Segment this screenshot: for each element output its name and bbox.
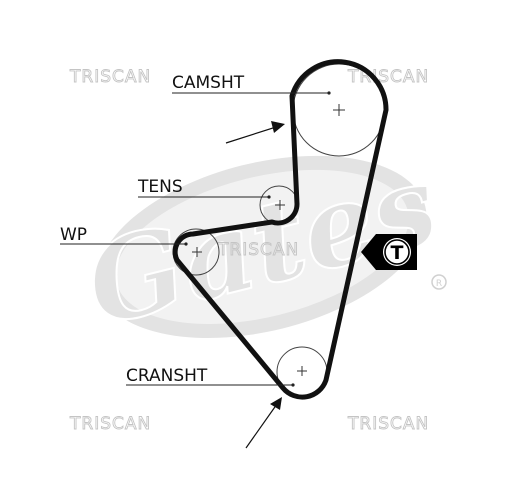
crankshaft-center-icon: [297, 366, 307, 376]
registered-mark-icon: R: [431, 274, 447, 290]
label-crankshaft: CRANSHT: [126, 366, 208, 386]
rotation-arrow-upper-icon: [225, 121, 285, 144]
label-crankshaft-group: CRANSHT: [126, 366, 295, 387]
rotation-arrow-lower-icon: [245, 397, 282, 449]
triscan-watermark-center: TRISCAN: [217, 240, 299, 260]
timing-belt: [172, 59, 389, 400]
triscan-watermark-top-left: TRISCAN: [69, 67, 151, 87]
label-water-pump-group: WP: [60, 225, 188, 246]
label-water-pump: WP: [60, 225, 87, 245]
water-pump-center-icon: [192, 247, 202, 257]
triscan-watermark-top-right: TRISCAN: [347, 67, 429, 87]
label-tensioner: TENS: [137, 177, 183, 197]
triscan-watermark-bottom-right: TRISCAN: [347, 414, 429, 434]
tensioner-badge: T: [361, 234, 417, 270]
tensioner-badge-letter: T: [391, 242, 404, 264]
label-camshaft: CAMSHT: [172, 73, 245, 93]
svg-text:R: R: [436, 279, 442, 289]
tensioner-center-icon: [275, 200, 285, 210]
label-tensioner-group: TENS: [137, 177, 271, 199]
triscan-watermark-bottom-left: TRISCAN: [69, 414, 151, 434]
center-marks: [192, 104, 345, 376]
camshaft-center-icon: [333, 104, 345, 116]
label-camshaft-group: CAMSHT: [172, 73, 331, 95]
